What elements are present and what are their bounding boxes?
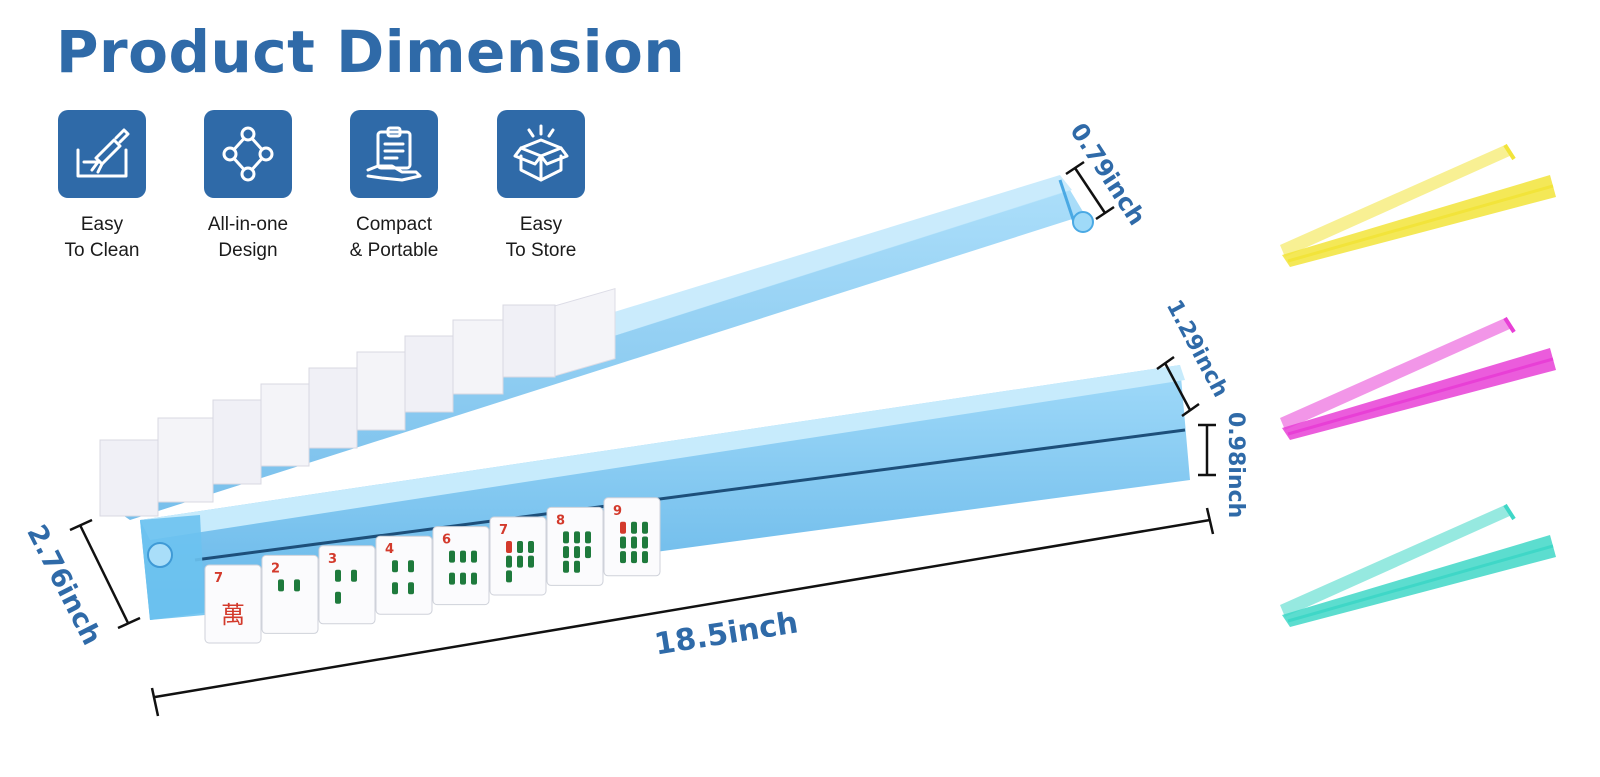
open-box-icon — [497, 110, 585, 198]
feature-compact-portable: Compact & Portable — [319, 110, 469, 264]
tile-number: 7 — [499, 523, 508, 538]
tile-pip — [563, 560, 569, 573]
tile-number: 2 — [271, 561, 280, 576]
tile-pip — [471, 550, 477, 563]
tile-pip — [351, 569, 357, 582]
tile-number: 6 — [442, 533, 451, 548]
feature-label-line2: To Store — [505, 240, 577, 261]
tile-character-glyph: 萬 — [221, 601, 245, 629]
rack-variant — [1280, 143, 1556, 267]
dimension-lines — [69, 160, 1216, 717]
tile-pip — [517, 541, 523, 553]
tile-pip — [278, 579, 284, 592]
tile-pip — [335, 591, 341, 604]
feature-easy-store: Easy To Store — [466, 110, 616, 264]
tile-pip — [460, 572, 466, 585]
tile-number: 3 — [328, 552, 337, 567]
mahjong-tile: 8 — [546, 506, 604, 586]
tile-pip — [585, 546, 591, 559]
tile-pip — [574, 546, 580, 559]
tile-pip — [460, 550, 466, 563]
tile-pip — [506, 555, 512, 568]
mahjong-tile: 2 — [261, 554, 319, 634]
feature-label-line2: Design — [218, 240, 278, 261]
tile-pip — [506, 541, 512, 553]
tile-pip — [449, 550, 455, 563]
tile-pip — [563, 531, 569, 544]
dimension-rack-depth: 0.98inch — [1223, 412, 1248, 519]
feature-label-line2: To Clean — [64, 240, 140, 261]
clipboard-hand-icon — [350, 110, 438, 198]
tile-pip — [471, 572, 477, 585]
brush-clean-icon — [58, 110, 146, 198]
feature-label-line1: Compact — [355, 214, 433, 235]
tile-pip — [563, 546, 569, 559]
mahjong-tile: 7萬 — [204, 564, 262, 644]
tile-pip — [620, 521, 626, 534]
tile-number: 4 — [385, 542, 394, 557]
tile-pip — [642, 536, 648, 549]
tile-pip — [574, 531, 580, 544]
feature-label-line1: Easy — [80, 214, 124, 235]
mahjong-tile: 3 — [318, 545, 376, 625]
mahjong-tile: 4 — [375, 535, 433, 615]
color-variants — [1280, 143, 1556, 627]
tile-number: 7 — [214, 571, 223, 586]
tile-pip — [528, 555, 534, 568]
feature-easy-clean: Easy To Clean — [27, 110, 177, 264]
tile-pip — [620, 551, 626, 564]
mahjong-tile: 7 — [489, 516, 547, 596]
tile-pip — [574, 560, 580, 573]
rack-variant — [1280, 503, 1556, 627]
tile-pip — [408, 582, 414, 595]
tile-number: 8 — [556, 513, 565, 528]
tile-pip — [449, 572, 455, 585]
tile-pip — [642, 551, 648, 564]
tile-pip — [528, 541, 534, 553]
mahjong-tile: 9 — [603, 497, 661, 577]
tile-pip — [642, 521, 648, 534]
tile-pip — [631, 536, 637, 549]
tile-pip — [408, 560, 414, 573]
page-title: Product Dimension — [56, 18, 686, 86]
tile-pip — [585, 531, 591, 544]
mahjong-tile: 6 — [432, 526, 490, 606]
tile-pip — [294, 579, 300, 592]
tile-number: 9 — [613, 504, 622, 519]
connected-nodes-icon — [204, 110, 292, 198]
tile-pip — [631, 521, 637, 534]
tile-pip — [631, 551, 637, 564]
feature-label-line1: Easy — [519, 214, 563, 235]
tile-pip — [392, 582, 398, 595]
tile-pip — [506, 570, 512, 583]
tile-backs-row — [99, 288, 616, 517]
tile-pip — [335, 569, 341, 582]
tile-pip — [517, 555, 523, 568]
feature-label-line1: All-in-one — [207, 214, 289, 235]
feature-label-line2: & Portable — [349, 240, 439, 261]
rack-variant — [1280, 316, 1556, 440]
tile-pip — [620, 536, 626, 549]
tile-pip — [392, 560, 398, 573]
